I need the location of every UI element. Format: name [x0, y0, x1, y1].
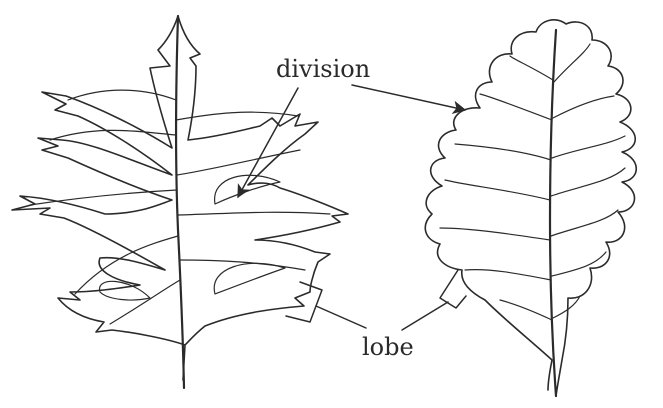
divided-leaf-midrib [176, 16, 184, 388]
lobed-leaf-outline [425, 20, 636, 396]
lobed-leaf [425, 20, 636, 396]
lobe-label: lobe [362, 333, 414, 361]
division-label: division [276, 55, 370, 83]
lobed-leaf-veins [440, 44, 625, 320]
division-arrow-right [352, 85, 465, 110]
lobe-bracket-right [402, 270, 466, 330]
sinus-curve-lower [214, 263, 285, 294]
sinus-curve-left [100, 281, 150, 300]
division-arrow-left [238, 88, 298, 197]
lobed-leaf-midrib [550, 30, 556, 396]
lobe-bracket-left [286, 282, 366, 328]
